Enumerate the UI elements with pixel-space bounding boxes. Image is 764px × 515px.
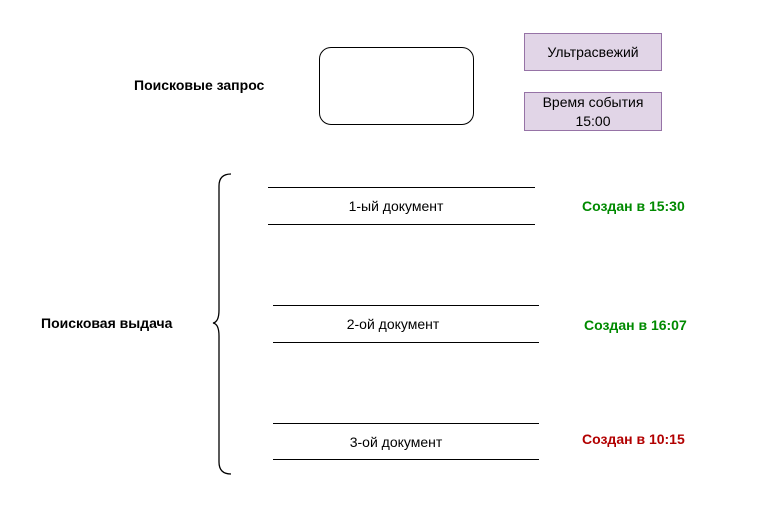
document-2-status: Создан в 16:07 bbox=[584, 317, 687, 333]
document-1-top-line bbox=[268, 187, 535, 188]
search-query-label: Поисковые запрос bbox=[134, 77, 265, 93]
document-3-bottom-line bbox=[273, 459, 539, 460]
search-query-box[interactable] bbox=[319, 47, 474, 125]
document-2-title[interactable]: 2-ой документ bbox=[346, 316, 440, 332]
tag-ultrafresh: Ультрасвежий bbox=[524, 33, 662, 71]
tag-event-time: Время события 15:00 bbox=[524, 92, 662, 131]
results-brace bbox=[212, 173, 232, 475]
document-3-top-line bbox=[273, 423, 539, 424]
document-1-bottom-line bbox=[268, 224, 535, 225]
document-3-status: Создан в 10:15 bbox=[582, 431, 685, 447]
document-3-title[interactable]: 3-ой документ bbox=[349, 434, 443, 450]
document-2-bottom-line bbox=[273, 342, 539, 343]
search-results-label: Поисковая выдача bbox=[41, 315, 173, 331]
document-1-status: Создан в 15:30 bbox=[582, 198, 685, 214]
document-1-title[interactable]: 1-ый документ bbox=[348, 198, 444, 214]
document-2-top-line bbox=[273, 305, 539, 306]
